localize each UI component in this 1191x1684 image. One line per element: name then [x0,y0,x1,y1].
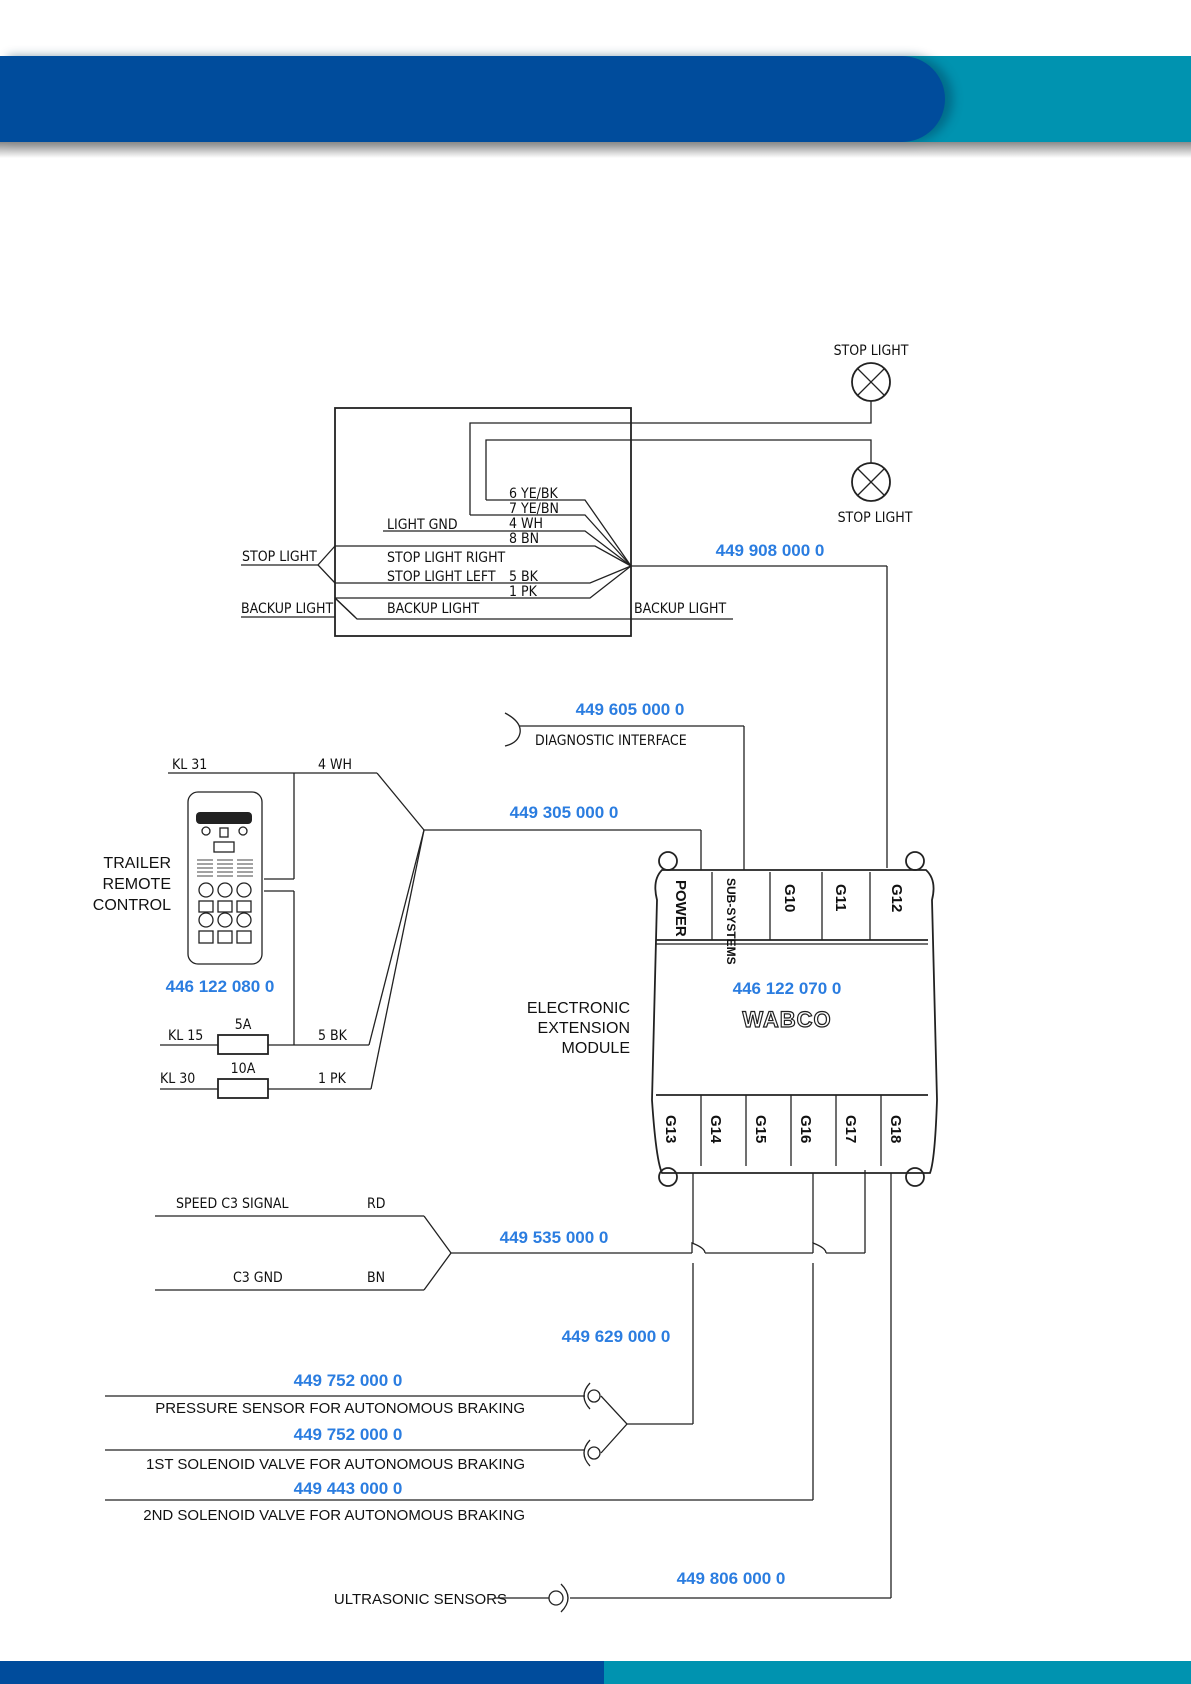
speed-gnd-label: C3 GND [233,1270,283,1286]
stop-light-top-label: STOP LIGHT [834,343,909,359]
solenoid-valve-1-label: 1ST SOLENOID VALVE FOR AUTONOMOUS BRAKIN… [146,1456,525,1473]
wire-label: 1 PK [509,584,538,600]
port-sub-systems: SUB-SYSTEMS [724,878,738,965]
part-number-449-806: 449 806 000 0 [677,1569,786,1588]
wabco-logo: WABCO [742,1007,831,1032]
part-number-449-443: 449 443 000 0 [294,1479,403,1498]
port-power: POWER [672,880,689,937]
remote-button-icon [217,882,233,898]
remote-brand-plate [196,812,252,824]
ultrasonic-connector-icon [548,1590,564,1606]
stop-light-lamp-top: STOP LIGHT [834,343,909,402]
part-number-449-752: 449 752 000 0 [294,1425,403,1444]
kl31-label: KL 31 [172,757,207,773]
speed-signal-label: SPEED C3 SIGNAL [176,1196,289,1212]
wire-1-label: 1 PK [318,1071,347,1087]
fuse-5a-icon [217,1034,269,1055]
port-g13: G13 [662,1115,679,1143]
module-body [651,869,938,1174]
wire-5-label: 5 BK [318,1028,348,1044]
fuse-10a-label: 10A [231,1061,256,1077]
fuse-10a-icon [217,1078,269,1099]
wire-label: 8 BN [509,531,539,547]
backup-light-inner-label: BACKUP LIGHT [387,601,479,617]
remote-label-line: REMOTE [103,876,171,893]
ultrasonic-sensors: ULTRASONIC SENSORS 449 806 000 0 [334,1173,892,1613]
part-number-446-122-080: 446 122 080 0 [166,977,275,996]
header-band-blue [0,56,945,142]
footer-band-teal [604,1661,1191,1684]
part-number-449-305: 449 305 000 0 [510,803,619,822]
port-g10: G10 [781,884,798,912]
light-gnd-label: LIGHT GND [387,517,458,533]
wire-label: 7 YE/BN [509,501,559,517]
port-g17: G17 [842,1115,859,1143]
autonomous-braking: 449 629 000 0 449 752 000 0 PRESSURE SEN… [105,1173,814,1524]
part-number-449-605: 449 605 000 0 [576,700,685,719]
part-number-449-908: 449 908 000 0 [716,541,825,560]
mount-hole-icon [658,1167,678,1187]
junction-box: 6 YE/BK 7 YE/BN 4 WH 8 BN 5 BK 1 PK LIGH… [241,401,887,637]
part-number-449-629: 449 629 000 0 [562,1327,671,1346]
port-g11: G11 [832,884,849,912]
mount-hole-icon [658,851,678,871]
remote-button-icon [236,912,252,928]
electronic-extension-module: POWER SUB-SYSTEMS G10 G11 G12 G13 G14 G1… [527,851,938,1187]
wire-label: 6 YE/BK [509,486,559,502]
port-g16: G16 [797,1115,814,1143]
remote-button-icon [198,882,214,898]
remote-button-icon [236,882,252,898]
stop-light-right-label: STOP LIGHT RIGHT [387,550,506,566]
remote-button-icon [217,912,233,928]
module-label-line: ELECTRONIC [527,1000,630,1017]
wire-4-label: 4 WH [318,757,352,773]
speed-signal-color: RD [367,1196,385,1212]
remote-body [187,791,263,965]
stop-light-lamp-bottom: STOP LIGHT [838,462,913,526]
mount-hole-icon [905,851,925,871]
port-g18: G18 [887,1115,904,1143]
remote-label-line: CONTROL [93,897,171,914]
port-g12: G12 [888,884,905,912]
sensor-connector-icon [587,1389,601,1403]
speed-sensor-cable: SPEED C3 SIGNAL RD C3 GND BN 449 535 000… [155,1170,866,1291]
stop-light-ext-label: STOP LIGHT [242,549,317,565]
stop-light-bottom-label: STOP LIGHT [838,510,913,526]
part-number-449-752: 449 752 000 0 [294,1371,403,1390]
backup-light-ext-right-label: BACKUP LIGHT [634,601,726,617]
stop-light-left-label: STOP LIGHT LEFT [387,569,496,585]
part-number-449-535: 449 535 000 0 [500,1228,609,1247]
power-cable: 449 305 000 0 KL 31 4 WH KL 15 5A 5 BK K… [160,757,702,1099]
speed-gnd-color: BN [367,1270,385,1286]
kl15-label: KL 15 [168,1028,203,1044]
header-shadow [0,142,1191,158]
footer-band-blue [0,1661,604,1684]
mount-hole-icon [905,1167,925,1187]
module-label-line: MODULE [562,1040,630,1057]
backup-light-ext-left-label: BACKUP LIGHT [241,601,333,617]
module-label-line: EXTENSION [538,1020,630,1037]
remote-label-line: TRAILER [103,855,171,872]
pressure-sensor-label: PRESSURE SENSOR FOR AUTONOMOUS BRAKING [155,1400,525,1417]
fuse-5a-label: 5A [235,1017,252,1033]
remote-button-icon [198,912,214,928]
wire-label: 5 BK [509,569,539,585]
port-g15: G15 [752,1115,769,1143]
trailer-remote-control: TRAILER REMOTE CONTROL 446 122 080 0 [93,791,275,996]
wire-label: 4 WH [509,516,543,532]
solenoid-valve-2-label: 2ND SOLENOID VALVE FOR AUTONOMOUS BRAKIN… [143,1507,525,1524]
ultrasonic-label: ULTRASONIC SENSORS [334,1591,507,1608]
kl30-label: KL 30 [160,1071,195,1087]
part-number-446-122-070: 446 122 070 0 [733,979,842,998]
connector-socket-icon [504,712,521,747]
diagnostic-label: DIAGNOSTIC INTERFACE [535,733,687,749]
diagnostic-interface: 449 605 000 0 DIAGNOSTIC INTERFACE [504,700,745,870]
port-g14: G14 [707,1115,724,1144]
valve-connector-icon [587,1446,601,1460]
